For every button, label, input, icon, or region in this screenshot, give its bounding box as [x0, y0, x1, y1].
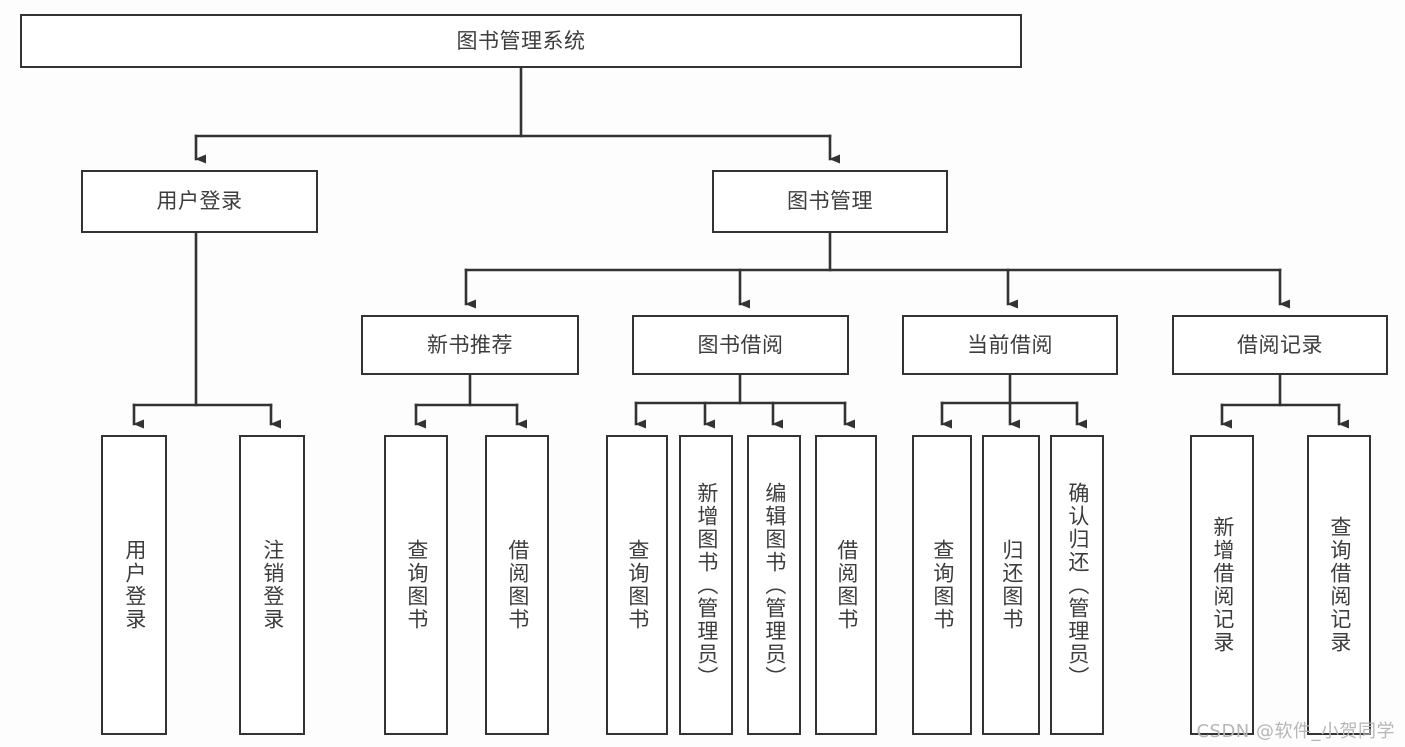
node-user-login[interactable]: 用户登录	[81, 170, 318, 233]
node-leaf-borrow-edit-book[interactable]: 编辑图书（管理员）	[747, 435, 801, 735]
node-leaf-current-confirm-return-label: 确认归还（管理员）	[1065, 481, 1090, 689]
node-leaf-borrow-edit-book-label: 编辑图书（管理员）	[762, 481, 787, 689]
node-user-login-label: 用户登录	[156, 189, 243, 214]
node-leaf-current-query-book[interactable]: 查询图书	[912, 435, 972, 735]
node-leaf-rec-query-book[interactable]: 查询图书	[384, 435, 448, 735]
node-borrow-record[interactable]: 借阅记录	[1172, 315, 1388, 375]
node-leaf-rec-query-book-label: 查询图书	[404, 539, 429, 631]
watermark-text: CSDN @软件_小贺同学	[1196, 721, 1395, 742]
node-book-manage[interactable]: 图书管理	[712, 170, 948, 233]
node-leaf-user-login[interactable]: 用户登录	[101, 435, 167, 735]
node-leaf-current-query-book-label: 查询图书	[930, 539, 955, 631]
node-leaf-user-logout[interactable]: 注销登录	[239, 435, 305, 735]
node-book-borrow-label: 图书借阅	[697, 332, 784, 357]
node-leaf-current-return-book[interactable]: 归还图书	[982, 435, 1040, 735]
node-root[interactable]: 图书管理系统	[20, 14, 1022, 68]
node-root-label: 图书管理系统	[456, 28, 586, 53]
node-leaf-borrow-borrow-book-label: 借阅图书	[834, 539, 859, 631]
node-current-borrow[interactable]: 当前借阅	[902, 315, 1118, 375]
node-leaf-borrow-query-book[interactable]: 查询图书	[606, 435, 668, 735]
node-leaf-record-add[interactable]: 新增借阅记录	[1190, 435, 1254, 735]
node-leaf-record-add-label: 新增借阅记录	[1210, 516, 1235, 654]
node-leaf-rec-borrow-book-label: 借阅图书	[505, 539, 530, 631]
node-leaf-borrow-add-book-label: 新增图书（管理员）	[694, 481, 719, 689]
node-leaf-user-logout-label: 注销登录	[260, 539, 285, 631]
node-leaf-record-query[interactable]: 查询借阅记录	[1307, 435, 1371, 735]
node-leaf-current-confirm-return[interactable]: 确认归还（管理员）	[1050, 435, 1104, 735]
node-leaf-user-login-label: 用户登录	[122, 539, 147, 631]
node-leaf-borrow-add-book[interactable]: 新增图书（管理员）	[679, 435, 733, 735]
node-new-book-rec-label: 新书推荐	[427, 332, 513, 357]
node-current-borrow-label: 当前借阅	[967, 332, 1053, 357]
node-new-book-rec[interactable]: 新书推荐	[361, 315, 579, 375]
node-leaf-borrow-query-book-label: 查询图书	[625, 539, 650, 631]
node-borrow-record-label: 借阅记录	[1237, 332, 1323, 357]
node-leaf-borrow-borrow-book[interactable]: 借阅图书	[815, 435, 877, 735]
node-book-borrow[interactable]: 图书借阅	[632, 315, 849, 375]
node-book-manage-label: 图书管理	[787, 189, 873, 214]
node-leaf-rec-borrow-book[interactable]: 借阅图书	[485, 435, 549, 735]
node-leaf-current-return-book-label: 归还图书	[999, 539, 1024, 631]
node-leaf-record-query-label: 查询借阅记录	[1327, 516, 1352, 654]
